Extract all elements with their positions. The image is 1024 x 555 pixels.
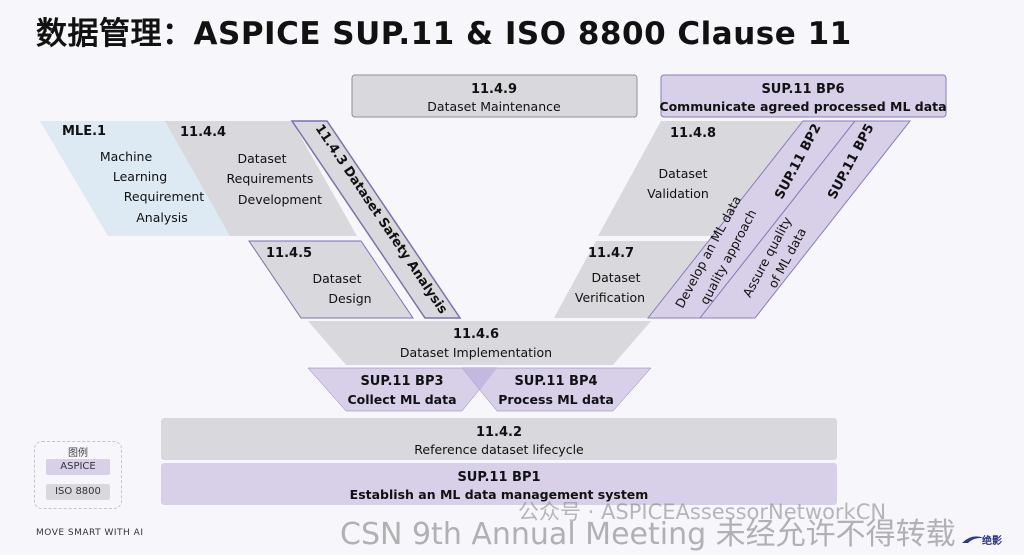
box-line: Verification xyxy=(575,290,645,305)
box-line: Design xyxy=(328,291,371,306)
box-line: Requirement xyxy=(124,189,204,204)
logo-icon: 绝影 xyxy=(962,534,1002,547)
box-label: Establish an ML data management system xyxy=(350,487,649,502)
box-label: Process ML data xyxy=(498,392,614,407)
box-11-4-9: 11.4.9 Dataset Maintenance xyxy=(351,74,638,118)
box-label: Dataset Implementation xyxy=(400,345,552,360)
box-sup11-bp6: SUP.11 BP6 Communicate agreed processed … xyxy=(659,74,947,118)
box-line: Learning xyxy=(113,169,167,184)
footer-tagline: MOVE SMART WITH AI xyxy=(36,528,144,538)
box-label: Dataset Maintenance xyxy=(427,99,561,114)
box-sup11-bp1: SUP.11 BP1 Establish an ML data manageme… xyxy=(161,463,837,505)
box-line: Dataset xyxy=(238,151,287,166)
page-title: 数据管理：ASPICE SUP.11 & ISO 8800 Clause 11 xyxy=(36,16,852,52)
box-code: SUP.11 BP4 xyxy=(514,374,597,389)
watermark-line2: CSN 9th Annual Meeting 未经允许不得转载 xyxy=(340,517,956,552)
box-line: Analysis xyxy=(136,210,188,225)
box-11-4-5: 11.4.5 Dataset Design xyxy=(248,240,414,319)
box-code: SUP.11 BP1 xyxy=(457,470,540,485)
box-label: Communicate agreed processed ML data xyxy=(659,99,946,114)
legend-iso: ISO 8800 xyxy=(46,484,110,500)
box-code: 11.4.7 xyxy=(588,246,634,261)
box-code: 11.4.8 xyxy=(670,126,716,141)
box-line: Requirements xyxy=(227,171,314,186)
box-label: Collect ML data xyxy=(347,392,456,407)
legend-aspice: ASPICE xyxy=(46,459,110,475)
box-11-4-2: 11.4.2 Reference dataset lifecycle xyxy=(161,418,837,460)
box-line: Development xyxy=(238,192,322,207)
box-line: Validation xyxy=(647,186,709,201)
box-label: Reference dataset lifecycle xyxy=(414,442,584,457)
legend-title: 图例 xyxy=(68,448,88,459)
watermark-line1: 公众号 · ASPICEAssessorNetworkCN xyxy=(518,500,887,524)
box-11-4-4: 11.4.4 Dataset Requirements Development xyxy=(165,121,357,236)
box-code: 11.4.2 xyxy=(476,425,522,440)
box-code: MLE.1 xyxy=(62,124,106,139)
svg-text:绝影: 绝影 xyxy=(982,534,1002,547)
box-code: SUP.11 BP3 xyxy=(360,374,443,389)
box-code: 11.4.9 xyxy=(471,82,517,97)
box-code: 11.4.4 xyxy=(180,125,226,140)
box-code: SUP.11 BP6 xyxy=(761,82,844,97)
box-line: Dataset xyxy=(659,166,708,181)
box-code: 11.4.6 xyxy=(453,327,499,342)
box-sup11-bp4: SUP.11 BP4 Process ML data xyxy=(461,367,652,412)
box-line: Dataset xyxy=(313,271,362,286)
box-line: Dataset xyxy=(592,270,641,285)
box-code: 11.4.5 xyxy=(266,246,312,261)
box-line: Machine xyxy=(100,149,153,164)
box-sup11-bp3: SUP.11 BP3 Collect ML data xyxy=(307,367,498,412)
legend: 图例 ASPICE ISO 8800 xyxy=(34,441,122,509)
box-11-4-6: 11.4.6 Dataset Implementation xyxy=(308,321,651,365)
